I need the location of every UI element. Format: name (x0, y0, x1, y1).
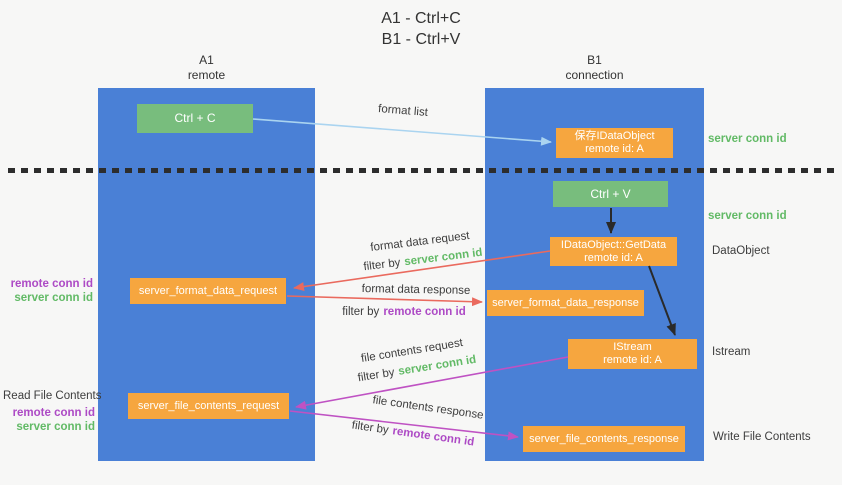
format-data-response-arrow (286, 295, 483, 307)
save-dataobject-line2: remote id: A (585, 143, 644, 155)
server-file-contents-request-box: server_file_contents_request (128, 393, 289, 419)
server-conn-id-annotation-top: server conn id (708, 133, 787, 145)
server-file-contents-response-box: server_file_contents_response (523, 426, 685, 452)
right-column-name: B1 (587, 53, 602, 67)
istream-line2: remote id: A (603, 354, 662, 366)
dataobject-annotation: DataObject (712, 245, 770, 257)
getdata-line1: IDataObject::GetData (560, 238, 667, 251)
diagram-title: A1 - Ctrl+C B1 - Ctrl+V (0, 8, 842, 50)
getdata-line2: remote id: A (584, 251, 643, 264)
istream-line1: IStream (613, 341, 652, 353)
istream-box: IStream remote id: A (568, 339, 697, 369)
ctrl-c-box: Ctrl + C (137, 104, 253, 133)
filter-by-text: filter by (351, 419, 390, 437)
ctrl-v-box: Ctrl + V (553, 181, 668, 207)
filter-by-text: filter by (362, 256, 402, 274)
remote-conn-id-annotation: remote conn id (10, 278, 93, 290)
server-file-contents-response-label: server_file_contents_response (529, 432, 679, 445)
server-conn-id-annotation: server conn id (14, 292, 93, 304)
filter-by-text: filter by (342, 306, 380, 318)
session-divider-dotted-line (8, 168, 834, 173)
ctrl-v-label: Ctrl + V (590, 186, 631, 201)
save-dataobject-box: 保存IDataObject remote id: A (556, 128, 673, 158)
file-request-conn-annotations: remote conn id server conn id (10, 406, 95, 434)
ctrl-c-label: Ctrl + C (174, 111, 216, 125)
left-column-name: A1 (199, 53, 214, 67)
server-format-data-response-label: server_format_data_response (492, 296, 639, 309)
right-column-role: connection (565, 68, 624, 82)
remote-conn-id-text: remote conn id (383, 306, 466, 318)
server-format-data-response-box: server_format_data_response (487, 290, 644, 316)
remote-conn-id-annotation: remote conn id (12, 407, 95, 419)
right-column-header: B1 connection (485, 53, 704, 83)
server-conn-id-text: server conn id (403, 246, 484, 269)
format-list-label: format list (377, 103, 429, 119)
server-conn-id-annotation: server conn id (16, 421, 95, 433)
write-file-contents-annotation: Write File Contents (713, 431, 811, 443)
getdata-box: IDataObject::GetData remote id: A (550, 237, 677, 266)
left-column-role: remote (187, 68, 226, 82)
remote-conn-id-text: remote conn id (391, 425, 475, 449)
filter-by-text: filter by (356, 366, 396, 385)
server-conn-id-annotation-mid: server conn id (708, 210, 787, 222)
left-column-header: A1 remote (98, 53, 315, 83)
istream-annotation: Istream (712, 346, 751, 358)
read-file-contents-annotation: Read File Contents (3, 390, 102, 402)
format-data-response-label: format data response (361, 283, 471, 297)
server-format-data-request-box: server_format_data_request (130, 278, 286, 304)
file-contents-response-label: file contents response (371, 394, 485, 422)
title-line-2: B1 - Ctrl+V (381, 31, 461, 48)
server-file-contents-request-label: server_file_contents_request (137, 399, 280, 412)
format-request-conn-annotations: remote conn id server conn id (8, 277, 93, 305)
title-line-1: A1 - Ctrl+C (381, 10, 461, 27)
server-format-data-request-label: server_format_data_request (138, 284, 278, 297)
save-dataobject-line1: 保存IDataObject (574, 130, 655, 142)
